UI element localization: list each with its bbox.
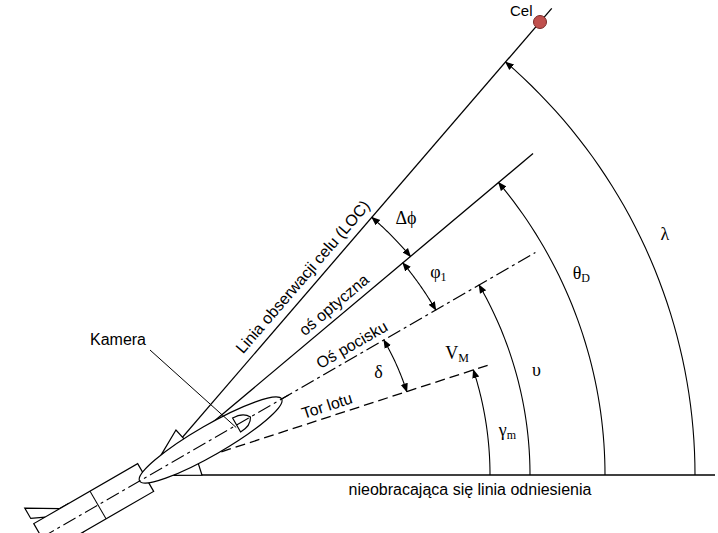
body-joint	[90, 491, 106, 519]
angle-symbol: λ	[660, 225, 669, 245]
target-dot	[533, 15, 547, 29]
delta-arc	[384, 340, 407, 392]
leader-line	[150, 350, 236, 428]
theta-arc	[499, 183, 605, 475]
upsilon-arc	[479, 285, 530, 475]
angle-symbol: θD	[573, 264, 590, 284]
angle-symbol: δ	[374, 363, 382, 383]
missile-centerline	[42, 395, 289, 533]
angle-symbol: φ1	[430, 263, 446, 283]
axis-label: nieobracająca się linia odniesienia	[349, 481, 592, 499]
axis-label: Kamera	[90, 331, 146, 349]
target-label: Cel	[510, 2, 533, 19]
angle-symbol: VM	[445, 344, 469, 364]
angle-symbol: Δϕ	[395, 209, 416, 229]
line-of-sight	[150, 8, 552, 475]
gamma-arc	[473, 370, 490, 475]
angle-symbol: υ	[532, 362, 541, 382]
target-circle	[534, 16, 547, 29]
target-marker: Cel	[510, 2, 547, 29]
axis-label: Tor lotu	[300, 389, 355, 422]
reference-line	[150, 474, 715, 475]
booster-body	[34, 464, 154, 533]
missile-drawing	[25, 366, 306, 533]
angle-symbol: γm	[499, 421, 516, 441]
